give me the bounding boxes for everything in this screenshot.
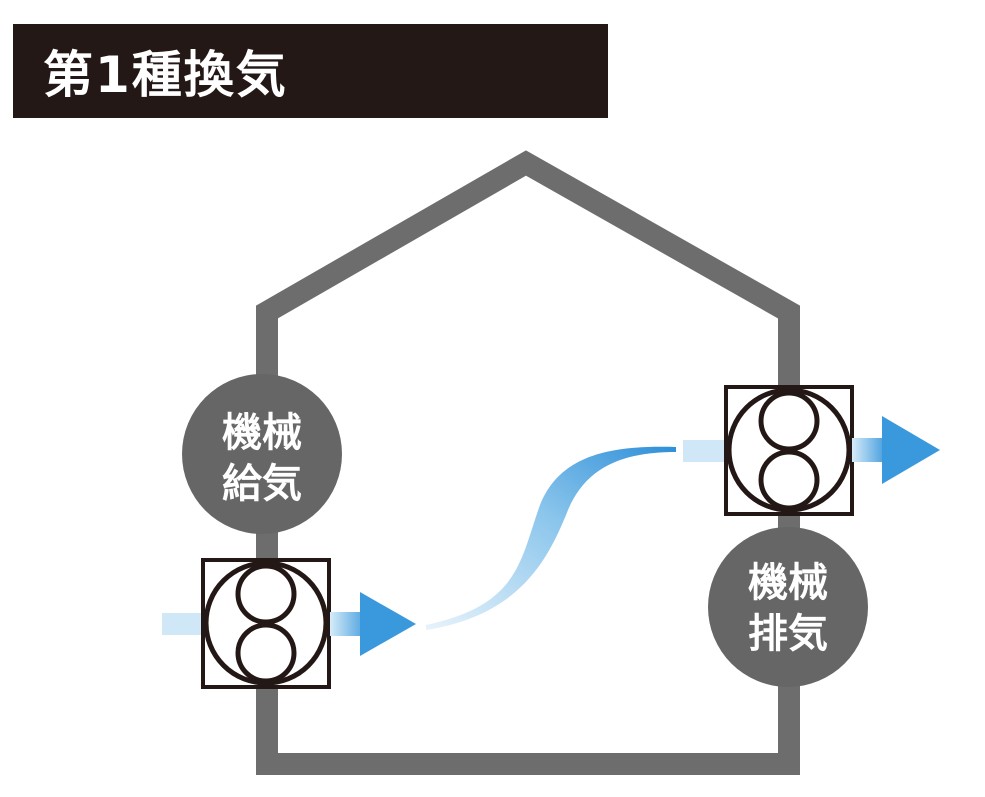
page-title: 第1種換気 xyxy=(43,46,288,104)
supply-badge: 機械 給気 xyxy=(182,374,342,534)
inlet-arrow-tail xyxy=(162,613,204,635)
exhaust-badge-line2: 排気 xyxy=(748,611,828,657)
title-banner: 第1種換気 xyxy=(13,24,608,118)
exhaust-fan-icon xyxy=(683,385,854,516)
exhaust-arrow-icon xyxy=(852,416,940,484)
exhaust-badge: 機械 排気 xyxy=(708,527,868,687)
supply-arrow-icon xyxy=(330,592,416,656)
airflow-arrow-icon xyxy=(426,446,676,630)
house-outline xyxy=(256,150,800,775)
exhaust-badge-line1: 機械 xyxy=(748,560,828,606)
supply-fan-icon xyxy=(201,558,331,689)
supply-badge-line2: 給気 xyxy=(222,461,302,507)
supply-badge-line1: 機械 xyxy=(222,410,302,456)
